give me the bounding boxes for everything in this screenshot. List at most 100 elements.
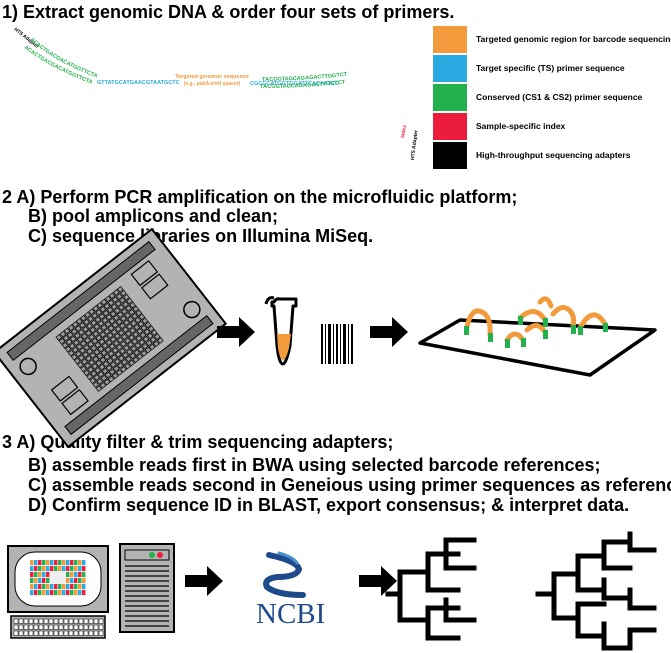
chip-well [83,344,90,351]
chip-well [104,346,112,354]
keyboard-key [28,618,34,624]
chip-well [88,308,96,316]
chip-well [138,313,146,321]
chip-well [86,348,93,355]
chip-well [102,309,110,317]
chip-well [90,319,98,327]
alignment-cell [46,590,50,595]
keyboard-key [38,618,44,624]
keyboard-key [28,630,34,636]
target-sequence-example: (e.g., psbA-trnH spacer) [184,81,241,87]
alignment-cell [46,560,50,565]
chip-well [102,360,110,368]
chip-well [111,296,119,304]
chip-well [92,355,100,363]
chip-well [127,316,134,323]
chip-well [140,324,148,332]
chip-well [95,359,103,367]
keyboard-key [33,618,39,624]
keyboard-key [73,618,79,624]
chip-well [97,345,105,353]
chip-well [71,346,79,354]
alignment-cell [58,560,62,565]
alignment-cell [50,560,54,565]
chip-well [126,348,133,356]
chip-well [72,339,80,347]
chip-well [96,327,104,335]
chip-well [95,334,103,342]
legend-label: Targeted genomic region for barcode sequ… [476,34,671,44]
alignment-cell [78,566,82,571]
chip-well [104,295,112,303]
chip-well [108,343,116,350]
chip-well [131,312,139,320]
keyboard-key [53,624,59,630]
legend-label: Target specific (TS) primer sequence [476,63,625,73]
chip-well [143,328,151,336]
alignment-cell [74,566,78,571]
alignment-cell [70,590,74,595]
keyboard-key [68,630,74,636]
chip-well [124,312,131,319]
chip-well [103,302,111,310]
chip-well [140,349,148,357]
keyboard-key [83,618,89,624]
alignment-cell [82,590,86,595]
step2a-heading: 2 A) Perform PCR amplification on the mi… [2,187,518,207]
chip-well [130,345,138,353]
alignment-cell [50,584,54,589]
keyboard-key [58,630,64,636]
alignment-cell [54,566,58,571]
chip-well [93,348,101,356]
keyboard-key [68,618,74,624]
alignment-cell [34,560,38,565]
computer-icon [7,545,109,639]
chip-well [68,342,76,350]
arrow-right-icon [370,317,408,347]
alignment-cell [42,590,46,595]
chip-well [110,354,118,361]
chip-well [120,340,127,348]
alignment-cell [66,566,70,571]
chip-well [131,338,139,345]
chip-well [105,364,113,372]
chip-well [84,362,91,370]
tree-2 [535,531,657,651]
alignment-cell [46,584,50,589]
legend-item-cs: Conserved (CS1 & CS2) primer sequence [433,84,671,112]
chip-well [134,342,142,349]
keyboard-key [88,630,94,636]
chip-well [129,352,137,360]
keyboard-key [13,618,19,624]
chip-well [156,337,164,344]
alignment-cell [38,560,42,565]
chip-well [86,373,94,381]
step1-heading: 1) Extract genomic DNA & order four sets… [2,2,455,22]
chip-well [128,308,135,316]
alignment-cell [74,560,78,565]
keyboard-key [43,624,49,630]
alignment-cell [34,590,38,595]
chip-well [73,332,81,339]
arrow-right-icon [217,317,255,347]
chip-well [118,329,125,337]
chip-well [107,350,115,357]
chip-well [108,368,116,376]
keyboard-key [58,618,64,624]
keyboard-key [88,618,94,624]
step2b-heading: B) pool amplicons and clean; [28,206,279,226]
alignment-cell [62,584,66,589]
alignment-cell [62,560,66,565]
keyboard-key [18,618,24,624]
chip-well [102,335,110,342]
keyboard-key [98,618,104,624]
chip-well [153,333,161,340]
chip-well [82,325,89,333]
alignment-cell [30,566,34,571]
alignment-cell [50,590,54,595]
alignment-cell [46,578,50,583]
chip-well [85,329,92,337]
chip-well [106,332,114,339]
target-sequence-label: Targeted genomic sequence [175,74,249,80]
chip-well [121,308,128,315]
